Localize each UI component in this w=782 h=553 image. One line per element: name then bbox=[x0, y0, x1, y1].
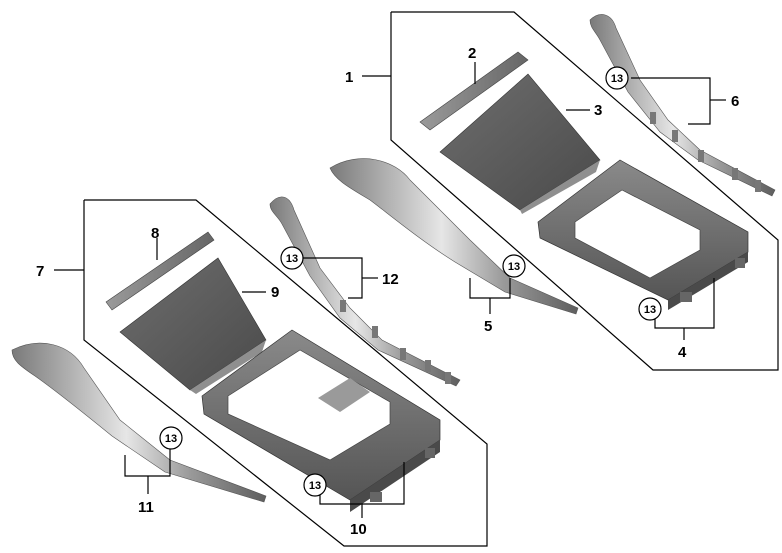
group-1-outline bbox=[390, 11, 779, 371]
label-11: 11 bbox=[138, 499, 154, 516]
label-4: 4 bbox=[678, 344, 687, 361]
part-4-frame bbox=[537, 159, 749, 310]
label-1: 1 bbox=[345, 69, 353, 86]
svg-text:13: 13 bbox=[644, 304, 656, 316]
svg-text:13: 13 bbox=[508, 261, 520, 273]
part-11-trim bbox=[11, 342, 267, 503]
part-2-strip bbox=[419, 51, 529, 131]
svg-text:13: 13 bbox=[286, 253, 298, 265]
label-8: 8 bbox=[151, 225, 159, 242]
callout-13-group10: 13 bbox=[303, 473, 327, 497]
callout-13-group12: 13 bbox=[280, 246, 304, 270]
callout-13-group6: 13 bbox=[605, 66, 629, 90]
label-7: 7 bbox=[36, 263, 44, 280]
svg-text:13: 13 bbox=[309, 480, 321, 492]
label-10: 10 bbox=[350, 521, 367, 538]
label-6: 6 bbox=[731, 93, 739, 110]
callout-13-group4: 13 bbox=[638, 297, 662, 321]
label-5: 5 bbox=[484, 318, 492, 335]
callout-13-group11: 13 bbox=[159, 426, 183, 450]
part-12-trim bbox=[269, 196, 461, 387]
part-5-trim bbox=[329, 158, 579, 315]
label-2: 2 bbox=[468, 45, 476, 62]
part-10-frame bbox=[201, 329, 441, 512]
part-6-trim bbox=[589, 14, 776, 197]
svg-text:13: 13 bbox=[165, 433, 177, 445]
label-12: 12 bbox=[382, 271, 399, 288]
label-9: 9 bbox=[271, 284, 279, 301]
group-7-outline bbox=[83, 199, 488, 547]
callout-13-group5: 13 bbox=[502, 254, 526, 278]
svg-text:13: 13 bbox=[611, 73, 623, 85]
label-3: 3 bbox=[594, 102, 602, 119]
part-8-strip bbox=[105, 231, 215, 311]
